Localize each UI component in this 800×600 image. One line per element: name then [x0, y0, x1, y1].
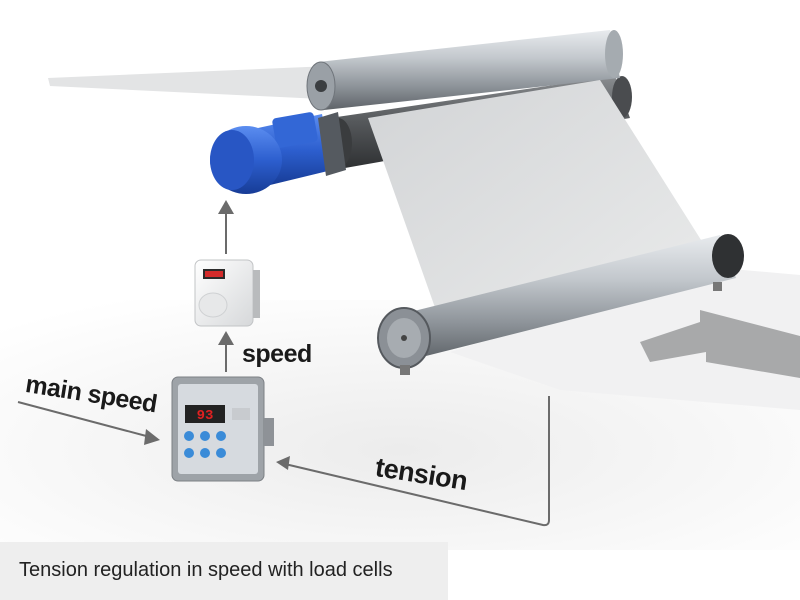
speed-controller: 93: [171, 376, 274, 482]
caption: Tension regulation in speed with load ce…: [19, 559, 393, 581]
drive-converter: [194, 259, 260, 327]
flow-arrow-icon: [640, 310, 800, 378]
web-sheet-front: [450, 268, 800, 410]
web-sheet-back: [48, 66, 342, 100]
controller-display-value: 93: [197, 408, 214, 424]
signal-arrow-icon: [144, 200, 290, 470]
caption-background: [0, 542, 448, 600]
load-cell-left: [400, 365, 410, 375]
load-cell-right: [713, 282, 722, 291]
label-speed: speed: [242, 340, 312, 368]
drive-motor: [210, 112, 346, 194]
load-cell-roller: [377, 234, 744, 375]
signal-lines: [17, 210, 550, 527]
upper-roller: [306, 30, 623, 111]
